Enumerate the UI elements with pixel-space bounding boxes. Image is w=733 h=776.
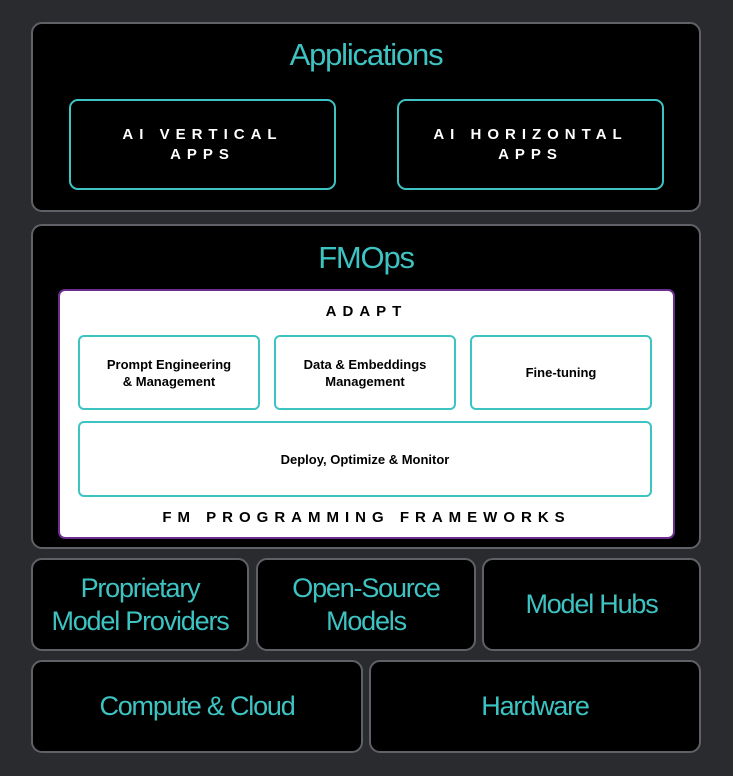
applications-title: Applications [289,37,444,72]
ai-horizontal-apps-box: AI HORIZONTAL APPS [397,99,664,190]
fm-programming-frameworks-container: ADAPT Prompt Engineering & Management Da… [58,289,675,539]
fmops-title: FMOps [318,240,415,275]
hardware-label: Hardware [481,691,590,721]
compute-cloud-panel: Compute & Cloud [31,660,363,753]
fm-programming-frameworks-label: FM PROGRAMMING FRAMEWORKS [162,509,571,526]
data-embeddings-box: Data & Embeddings Management [274,335,456,410]
applications-panel: Applications AI VERTICAL APPS AI HORIZON… [31,22,701,212]
open-source-models-panel: Open-Source Models [256,558,476,651]
adapt-label: ADAPT [325,303,408,320]
deploy-optimize-monitor-box: Deploy, Optimize & Monitor [78,421,652,497]
ai-vertical-apps-box: AI VERTICAL APPS [69,99,336,190]
proprietary-models-panel: Proprietary Model Providers [31,558,249,651]
open-source-models-label: Open-Source Models [292,572,441,636]
hardware-panel: Hardware [369,660,701,753]
compute-cloud-label: Compute & Cloud [99,691,295,721]
fmops-panel: FMOps ADAPT Prompt Engineering & Managem… [31,224,701,549]
model-hubs-panel: Model Hubs [482,558,701,651]
fine-tuning-box: Fine-tuning [470,335,652,410]
proprietary-models-label: Proprietary Model Providers [51,572,229,636]
prompt-engineering-box: Prompt Engineering & Management [78,335,260,410]
model-hubs-label: Model Hubs [525,589,658,619]
